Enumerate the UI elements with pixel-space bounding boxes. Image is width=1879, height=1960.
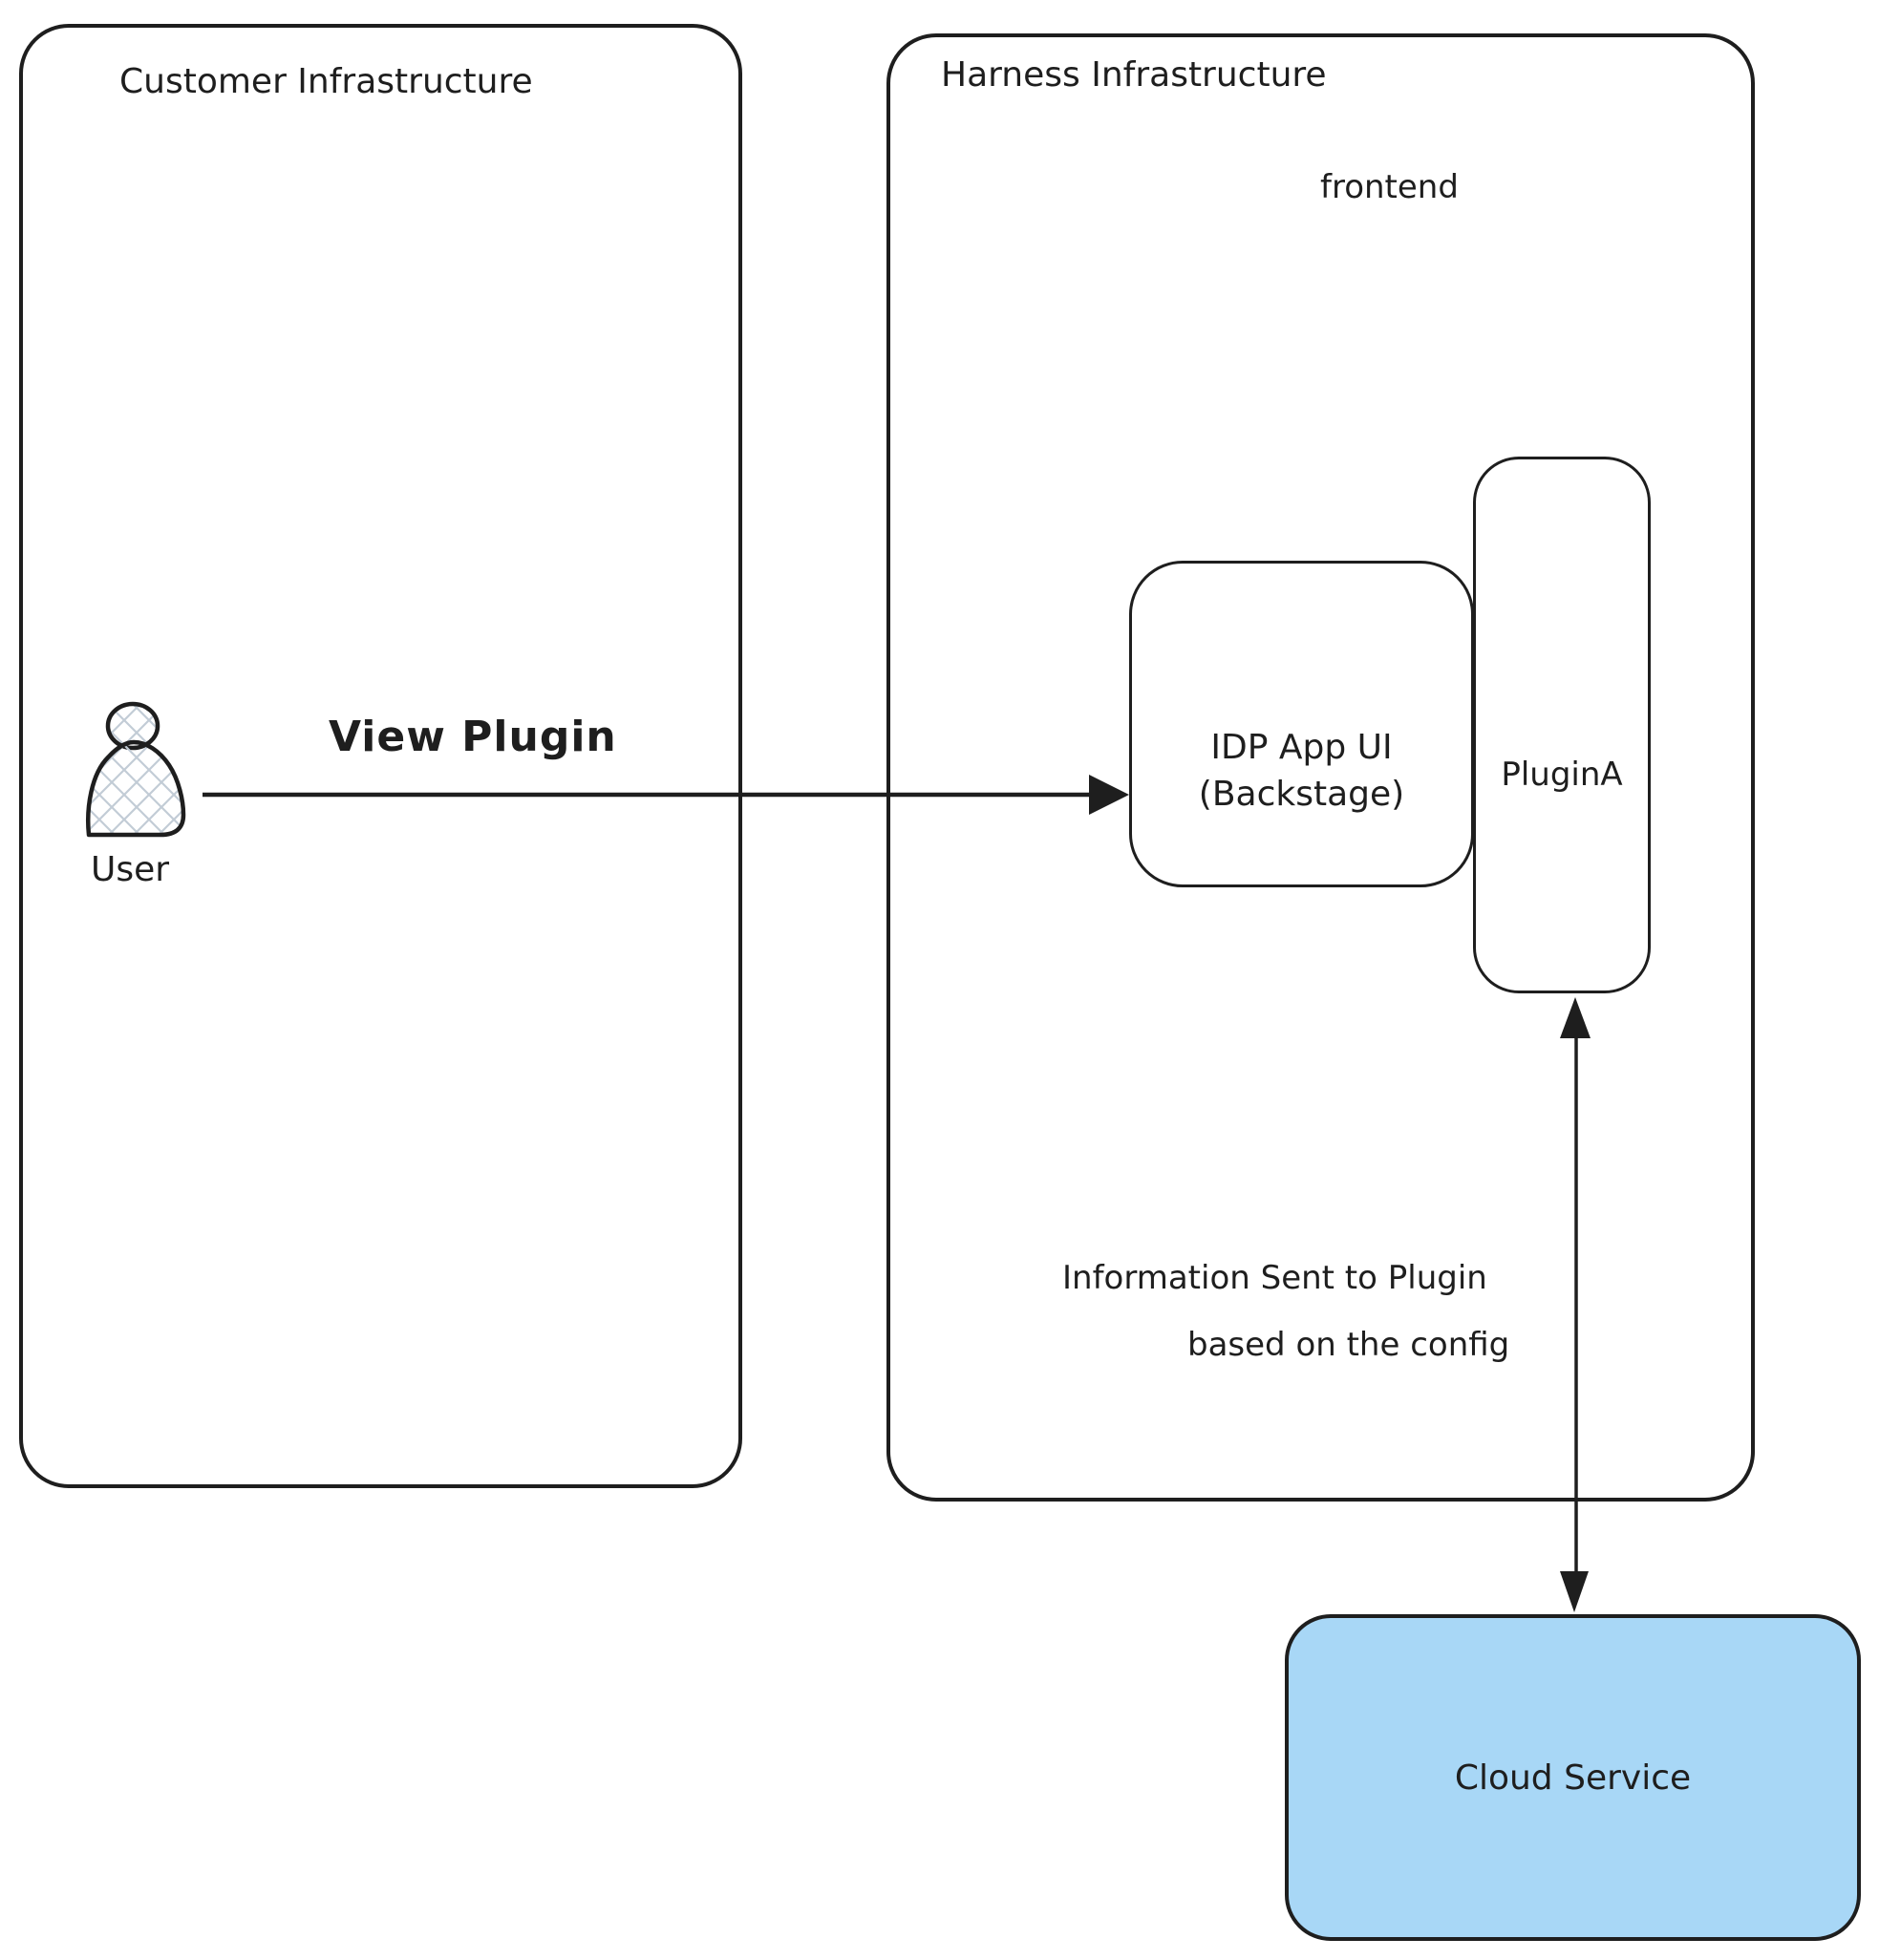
idp-app-ui-box: IDP App UI (Backstage): [1129, 561, 1474, 887]
customer-infrastructure-title: Customer Infrastructure: [119, 62, 533, 101]
idp-app-ui-label: IDP App UI (Backstage): [1199, 725, 1404, 818]
harness-infrastructure-box: Harness Infrastructure frontend: [886, 33, 1755, 1502]
plugin-a-label: PluginA: [1501, 756, 1623, 794]
view-plugin-arrow-label: View Plugin: [329, 713, 617, 761]
info-arrow-label-line1: Information Sent to Plugin: [1062, 1259, 1487, 1297]
harness-infrastructure-title: Harness Infrastructure: [941, 55, 1327, 95]
user-label: User: [91, 850, 170, 889]
idp-app-ui-label-line2: (Backstage): [1198, 775, 1405, 814]
idp-app-ui-label-line1: IDP App UI: [1210, 728, 1393, 768]
cloud-service-box: Cloud Service: [1285, 1614, 1861, 1941]
info-arrow-label-line2: based on the config: [1187, 1326, 1510, 1364]
customer-infrastructure-box: Customer Infrastructure: [19, 24, 742, 1488]
cloud-service-label: Cloud Service: [1454, 1758, 1692, 1798]
plugin-a-box: PluginA: [1473, 457, 1651, 993]
frontend-label: frontend: [1320, 168, 1459, 206]
